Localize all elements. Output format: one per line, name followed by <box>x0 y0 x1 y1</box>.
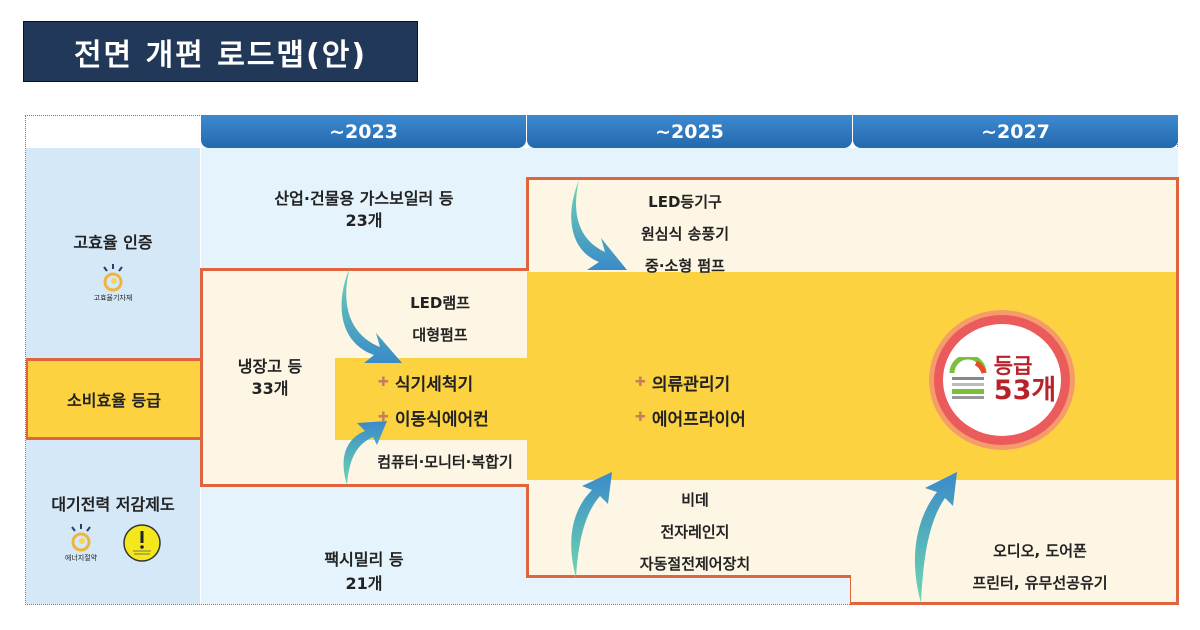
sp-2027-list: 오디오, 도어폰 프린터, 유무선공유기 <box>940 535 1140 599</box>
he-2023-text: 산업·건물용 가스보일러 등 23개 <box>201 188 527 232</box>
badge-label: 등급 <box>993 353 1033 378</box>
column-header-label: ~2027 <box>981 120 1050 143</box>
cell-sp-2027 <box>851 480 1176 602</box>
band-joint <box>527 440 532 480</box>
cg-2023-text: 냉장고 등 33개 <box>215 356 325 400</box>
sp-2023-text: 팩시밀리 등 21개 <box>201 548 527 596</box>
curved-arrow-up-icon <box>571 472 612 578</box>
list-item: LED등기구 <box>648 193 722 211</box>
sun-logo-icon <box>71 524 91 552</box>
row-label-consumption-grade: 소비효율 등급 <box>28 361 200 437</box>
list-item: LED램프 <box>410 294 470 312</box>
sun-logo-icon <box>103 264 123 292</box>
column-header-label: ~2025 <box>655 120 724 143</box>
cg-2025-new-list: ✚ 의류관리기 ✚ 에어프라이어 <box>635 370 746 430</box>
badge-text: 등급 53개 <box>994 355 1056 405</box>
list-item: 프린터, 유무선공유기 <box>972 574 1108 592</box>
curved-arrow-up-icon <box>343 421 387 485</box>
row-label-text: 대기전력 저감제도 <box>51 495 175 514</box>
list-item: 원심식 송풍기 <box>640 225 730 243</box>
logo-caption: 고효율기자재 <box>93 294 133 302</box>
he-2025-list: LED등기구 원심식 송풍기 중·소형 펌프 <box>600 186 770 282</box>
row-label-standby-power: 대기전력 저감제도 에너지절약 <box>26 440 200 604</box>
curved-arrow-down-icon <box>571 180 627 270</box>
cell-line: 냉장고 등 <box>237 357 303 376</box>
item-label: 식기세척기 <box>394 375 474 395</box>
item-label: 이동식에어컨 <box>394 410 489 430</box>
title-banner: 전면 개편 로드맵(안) <box>23 21 418 82</box>
list-item: 중·소형 펌프 <box>645 257 725 275</box>
row-label-text: 소비효율 등급 <box>67 391 161 410</box>
plus-bullet-icon: ✚ <box>378 375 389 390</box>
item-label: 에어프라이어 <box>651 410 746 430</box>
column-header-2025: ~2025 <box>527 115 852 148</box>
curved-arrow-up-icon <box>914 472 957 603</box>
list-item: 전자레인지 <box>660 523 730 541</box>
list-item: ✚ 에어프라이어 <box>635 405 746 430</box>
column-header-label: ~2023 <box>329 120 398 143</box>
column-header-2023: ~2023 <box>201 115 526 148</box>
standby-logos: 에너지절약 <box>64 523 162 563</box>
list-item: 비데 <box>681 491 709 509</box>
page-title: 전면 개편 로드맵(안) <box>73 37 368 73</box>
cell-line: 팩시밀리 등 <box>324 550 404 569</box>
list-item: 자동절전제어장치 <box>639 555 751 573</box>
high-efficiency-logo: 고효율기자재 <box>93 263 133 303</box>
list-item: ✚ 식기세척기 <box>378 370 489 395</box>
cell-line: 33개 <box>251 379 289 398</box>
plus-bullet-icon: ✚ <box>635 410 646 425</box>
list-item: ✚ 의류관리기 <box>635 370 746 395</box>
curved-arrow-down-icon <box>341 267 402 363</box>
energy-saving-logo: 에너지절약 <box>64 523 98 563</box>
plus-bullet-icon: ✚ <box>378 410 389 425</box>
list-item: 오디오, 도어폰 <box>993 542 1087 560</box>
list-item: ✚ 이동식에어컨 <box>378 405 489 430</box>
cell-line: 21개 <box>345 574 383 593</box>
sp-2025-list: 비데 전자레인지 자동절전제어장치 <box>615 484 775 580</box>
row-label-high-efficiency: 고효율 인증 고효율기자재 <box>26 148 200 360</box>
cell-line: 23개 <box>345 211 383 230</box>
cell-he-2023 <box>201 180 527 270</box>
header-spacer <box>201 148 1178 180</box>
column-header-2027: ~2027 <box>853 115 1178 148</box>
logo-caption: 에너지절약 <box>64 554 98 562</box>
plus-bullet-icon: ✚ <box>635 375 646 390</box>
cell-line: 산업·건물용 가스보일러 등 <box>274 189 454 208</box>
consumption-grade-band <box>527 272 1176 480</box>
grade-count-badge: 등급 53개 <box>934 315 1070 445</box>
warning-label-icon <box>123 524 161 562</box>
item-label: 의류관리기 <box>651 375 731 395</box>
cg-2023-from-he-list: LED램프 대형펌프 <box>380 287 500 351</box>
cg-2023-new-list: ✚ 식기세척기 ✚ 이동식에어컨 <box>378 370 489 430</box>
cell-line: 컴퓨터·모니터·복합기 <box>377 453 513 471</box>
badge-count: 53개 <box>993 374 1057 406</box>
row-label-text: 고효율 인증 <box>73 233 153 252</box>
energy-label-icon <box>949 357 987 399</box>
cg-2023-from-sp-text: 컴퓨터·모니터·복합기 <box>355 451 535 472</box>
list-item: 대형펌프 <box>412 326 468 344</box>
